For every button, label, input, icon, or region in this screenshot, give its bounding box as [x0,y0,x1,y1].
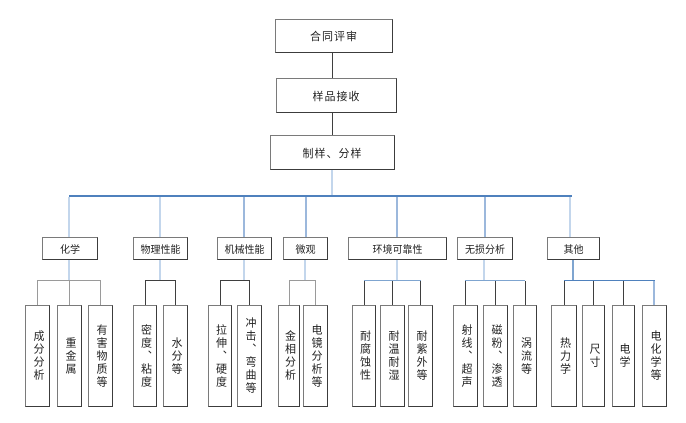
connector-line [37,280,101,281]
connector-line [175,281,176,305]
connector-line [465,281,466,305]
connector-line [145,280,176,281]
leaf-temp-humidity-resistance: 耐温耐湿 [380,305,405,407]
connector-line [623,281,624,305]
connector-line [564,281,565,305]
node-sample-receiving: 样品接收 [276,78,397,113]
node-sample-preparation: 制样、分样 [270,135,395,170]
leaf-component-analysis: 成分分析 [25,305,50,407]
connector-line [483,260,485,281]
leaf-harmful-substances: 有害物质等 [88,305,113,407]
connector-line [396,197,398,237]
connector-line [69,281,70,305]
category-environmental-reliability: 环境可靠性 [348,237,447,260]
leaf-electron-microscopy: 电镜分析等 [303,305,328,407]
connector-line [392,281,393,305]
connector-line [305,197,307,237]
connector-line [593,281,594,305]
connector-line [364,281,365,305]
leaf-uv-resistance: 耐紫外等 [408,305,433,407]
category-chemistry: 化学 [42,237,98,260]
connector-line [243,260,245,281]
leaf-dimensions: 尺寸 [582,305,605,407]
leaf-radiography-ultrasonic: 射线、超声 [453,305,478,407]
connector-line [569,197,571,237]
connector-line [420,281,421,305]
leaf-heavy-metals: 重金属 [57,305,82,407]
connector-line [243,197,245,237]
connector-line [331,170,333,196]
connector-line [564,280,655,281]
connector-line [68,197,70,237]
leaf-electrical: 电学 [612,305,635,407]
category-others: 其他 [547,237,600,260]
connector-line [159,260,161,281]
leaf-corrosion-resistance: 耐腐蚀性 [352,305,376,407]
node-contract-review: 合同评审 [275,19,393,53]
connector-line [289,280,316,281]
connector-line [220,280,250,281]
connector-line [289,281,290,305]
connector-line [396,260,398,281]
connector-line [304,260,306,281]
connector-line [332,113,333,135]
leaf-eddy-current: 涡流等 [513,305,537,407]
connector-line [525,281,526,305]
category-microscopy: 微观 [283,237,328,260]
category-nondestructive-testing: 无损分析 [457,237,513,260]
connector-line [100,281,101,305]
leaf-impact-bending: 冲击、弯曲等 [237,305,262,407]
connector-line [220,281,221,305]
connector-line [364,280,421,281]
leaf-tensile-hardness: 拉伸、硬度 [208,305,232,407]
category-physical-properties: 物理性能 [133,237,188,260]
connector-line [37,281,38,305]
connector-line [572,260,574,281]
connector-line [465,280,525,281]
category-mechanical-properties: 机械性能 [217,237,272,260]
connector-line [315,281,316,305]
leaf-electrochemistry: 电化学等 [642,305,667,407]
connector-line [249,281,250,305]
leaf-magnetic-penetrant: 磁粉、渗透 [483,305,508,407]
leaf-density-viscosity: 密度、粘度 [133,305,157,407]
connector-line [145,281,146,305]
connector-line [68,260,70,281]
connector-line [495,281,496,305]
connector-line [484,197,486,237]
leaf-thermodynamics: 热力学 [551,305,577,407]
connector-line [653,281,655,305]
connector-line [159,197,161,237]
leaf-moisture: 水分等 [163,305,188,407]
connector-line [332,53,333,78]
leaf-metallographic-analysis: 金相分析 [278,305,300,407]
connector-line [69,195,572,197]
